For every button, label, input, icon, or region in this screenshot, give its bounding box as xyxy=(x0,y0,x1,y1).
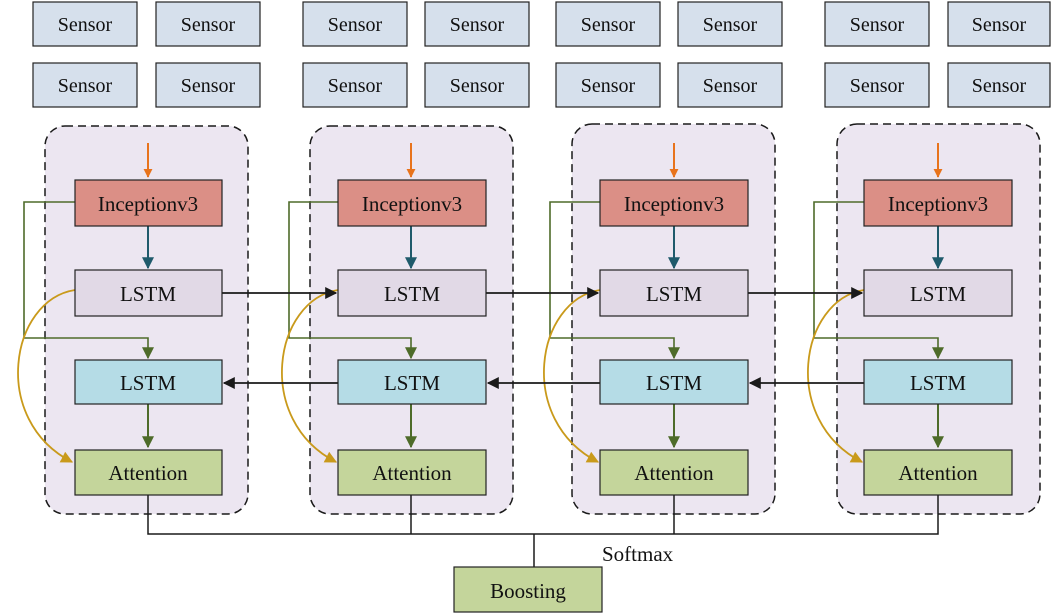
attention-label: Attention xyxy=(634,461,714,485)
sensor-label: Sensor xyxy=(972,14,1027,36)
attention-label: Attention xyxy=(372,461,452,485)
sensor-block: Sensor xyxy=(32,62,138,108)
lstm-label: LSTM xyxy=(384,282,440,306)
sensor-block: Sensor xyxy=(302,62,408,108)
connectors xyxy=(17,143,944,567)
forward-lstm-block: LSTM xyxy=(863,269,1013,317)
column-2: Inceptionv3 LSTM LSTM Attention xyxy=(337,179,487,496)
attention-block: Attention xyxy=(337,449,487,496)
sensor-block: Sensor xyxy=(947,62,1051,108)
column-4: Inceptionv3 LSTM LSTM Attention xyxy=(863,179,1013,496)
sensor-block: Sensor xyxy=(555,62,661,108)
sensor-block: Sensor xyxy=(155,62,261,108)
attention-block: Attention xyxy=(863,449,1013,496)
inception-block: Inceptionv3 xyxy=(74,179,223,227)
sensor-block: Sensor xyxy=(677,1,783,47)
attention-label: Attention xyxy=(898,461,978,485)
inception-to-backward-lstm-arrow xyxy=(288,201,417,360)
sensor-block: Sensor xyxy=(677,62,783,108)
sensor-label: Sensor xyxy=(450,14,505,36)
lstm-label: LSTM xyxy=(910,371,966,395)
lstm-label: LSTM xyxy=(120,371,176,395)
softmax-bus xyxy=(147,495,939,535)
attention-block: Attention xyxy=(74,449,223,496)
lstm-label: LSTM xyxy=(910,282,966,306)
boosting-label: Boosting xyxy=(490,579,566,603)
lstm-to-attention-skip-curve xyxy=(281,289,339,463)
sensor-block: Sensor xyxy=(424,62,530,108)
inception-block: Inceptionv3 xyxy=(863,179,1013,227)
forward-lstm-block: LSTM xyxy=(337,269,487,317)
inception-block: Inceptionv3 xyxy=(599,179,749,227)
lstm-label: LSTM xyxy=(646,282,702,306)
sensor-block: Sensor xyxy=(302,1,408,47)
sensor-block: Sensor xyxy=(824,1,930,47)
lstm-to-attention-skip-curve xyxy=(807,289,865,463)
lstm-to-attention-skip-curve xyxy=(17,289,76,463)
sensor-label: Sensor xyxy=(58,14,113,36)
sensor-block: Sensor xyxy=(424,1,530,47)
forward-lstm-block: LSTM xyxy=(74,269,223,317)
sensor-grid: Sensor Sensor Sensor Sensor Sensor Senso… xyxy=(32,1,1051,108)
sensor-label: Sensor xyxy=(58,75,113,97)
inception-label: Inceptionv3 xyxy=(624,192,724,216)
backward-lstm-block: LSTM xyxy=(337,359,487,405)
inception-block: Inceptionv3 xyxy=(337,179,487,227)
sensor-label: Sensor xyxy=(703,14,758,36)
lstm-label: LSTM xyxy=(646,371,702,395)
attention-block: Attention xyxy=(599,449,749,496)
sensor-label: Sensor xyxy=(328,75,383,97)
sensor-block: Sensor xyxy=(824,62,930,108)
sensor-block: Sensor xyxy=(947,1,1051,47)
forward-lstm-block: LSTM xyxy=(599,269,749,317)
inception-label: Inceptionv3 xyxy=(98,192,198,216)
lstm-label: LSTM xyxy=(384,371,440,395)
softmax-label: Softmax xyxy=(602,542,674,566)
sensor-label: Sensor xyxy=(581,14,636,36)
boosting-block: Boosting xyxy=(453,566,603,613)
lstm-to-attention-skip-curve xyxy=(543,289,601,463)
sensor-block: Sensor xyxy=(32,1,138,47)
sensor-label: Sensor xyxy=(850,75,905,97)
column-1: Inceptionv3 LSTM LSTM Attention xyxy=(74,179,223,496)
backward-lstm-block: LSTM xyxy=(863,359,1013,405)
inception-label: Inceptionv3 xyxy=(362,192,462,216)
backward-lstm-block: LSTM xyxy=(74,359,223,405)
sensor-block: Sensor xyxy=(155,1,261,47)
attention-label: Attention xyxy=(108,461,188,485)
sensor-block: Sensor xyxy=(555,1,661,47)
sensor-label: Sensor xyxy=(581,75,636,97)
sensor-label: Sensor xyxy=(181,14,236,36)
lstm-label: LSTM xyxy=(120,282,176,306)
sensor-label: Sensor xyxy=(972,75,1027,97)
sensor-label: Sensor xyxy=(328,14,383,36)
sensor-label: Sensor xyxy=(181,75,236,97)
inception-label: Inceptionv3 xyxy=(888,192,988,216)
column-3: Inceptionv3 LSTM LSTM Attention xyxy=(599,179,749,496)
backward-lstm-block: LSTM xyxy=(599,359,749,405)
sensor-label: Sensor xyxy=(450,75,505,97)
sensor-label: Sensor xyxy=(850,14,905,36)
sensor-label: Sensor xyxy=(703,75,758,97)
